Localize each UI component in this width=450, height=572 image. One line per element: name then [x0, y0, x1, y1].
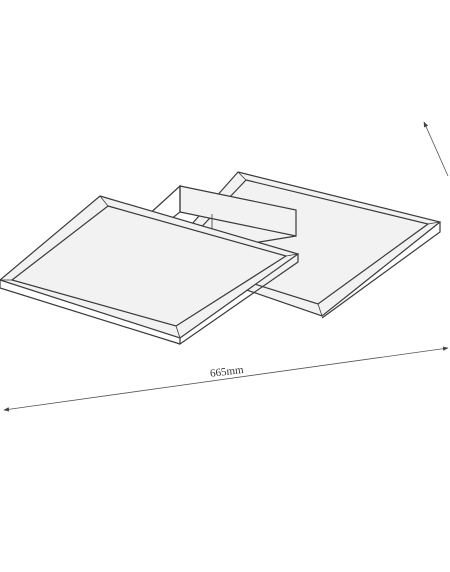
depth-dimension-line [423, 121, 449, 177]
width-dimension-line [3, 346, 449, 412]
width-dimension: 665mm [3, 346, 449, 412]
front-square-frame [0, 195, 300, 346]
depth-dimension [423, 121, 449, 177]
width-dimension-label: 665mm [209, 364, 244, 380]
